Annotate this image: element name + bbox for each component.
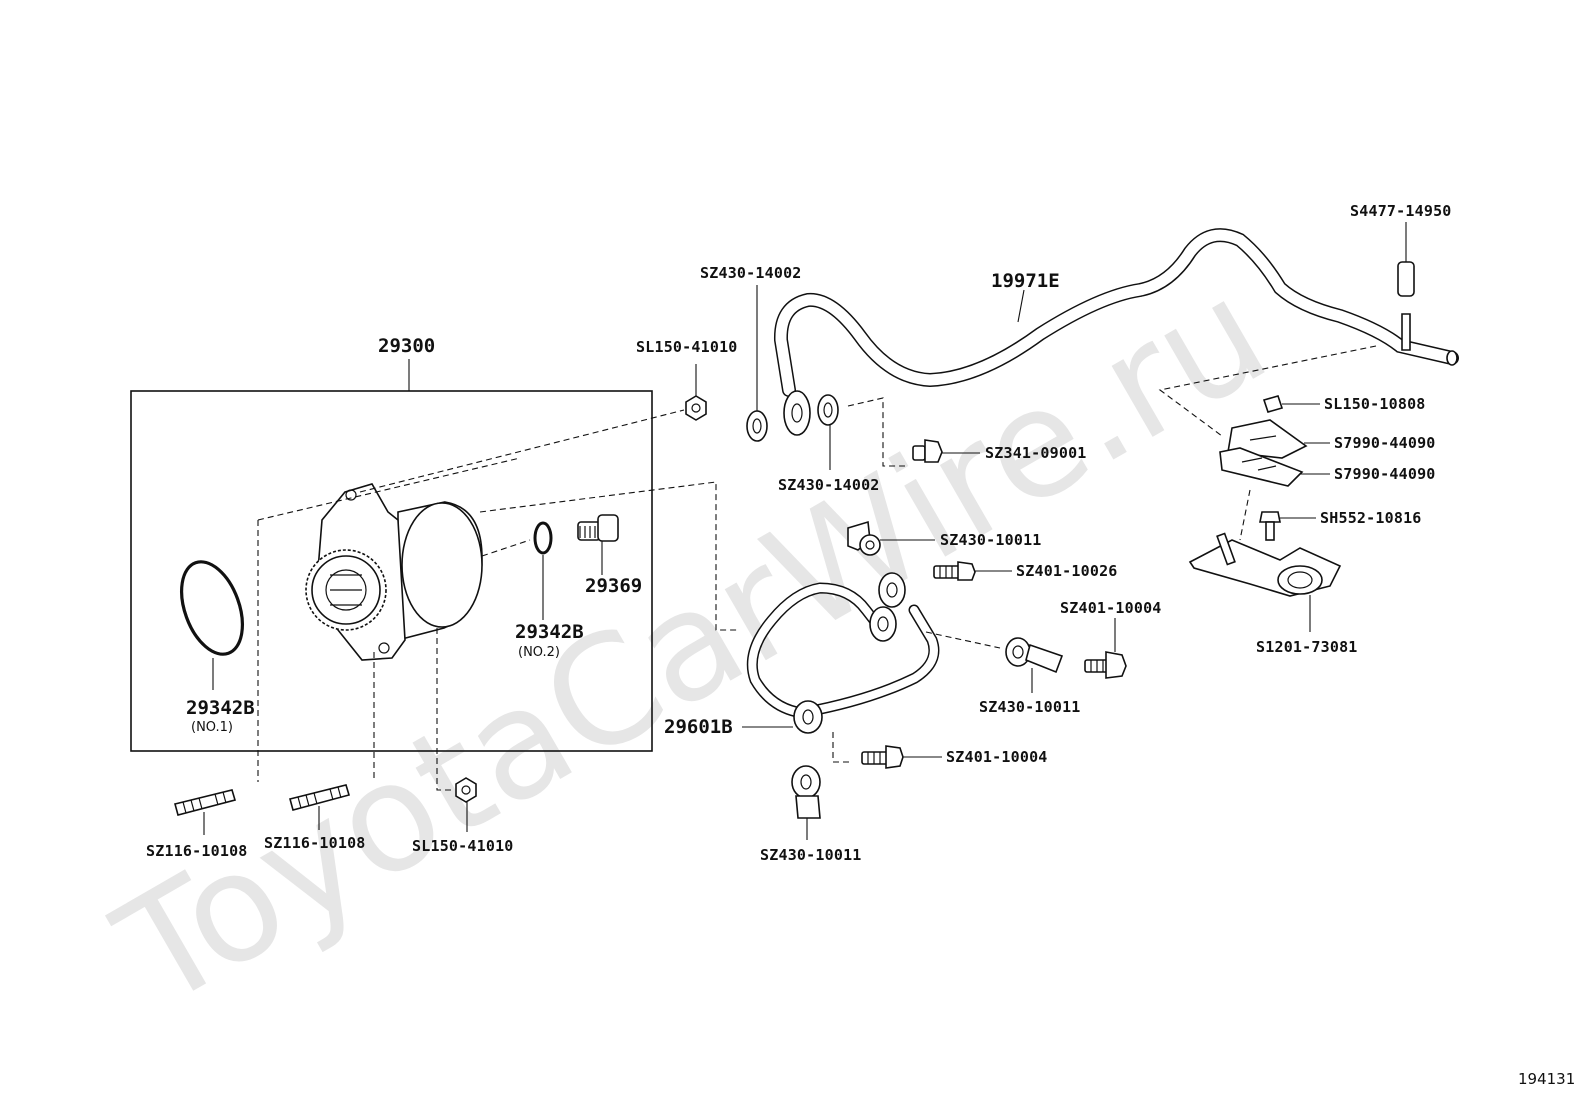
gasket-upper-part[interactable] [847, 520, 935, 556]
label-nut-bottom: SL150-41010 [412, 837, 514, 855]
bolt-lower-part[interactable] [832, 732, 942, 769]
bracket-part[interactable] [1188, 489, 1342, 632]
nut-bottom-part[interactable] [455, 777, 477, 832]
pipe-29601b-part[interactable] [742, 572, 940, 734]
label-bolt-lower: SZ401-10004 [946, 748, 1048, 766]
stud-left-part[interactable] [174, 789, 237, 835]
label-29342b-no2: 29342B [515, 621, 584, 643]
label-gasket-upper: SZ430-10011 [940, 531, 1042, 549]
check-valve-part[interactable] [577, 514, 619, 575]
label-clamp-lower: S7990-44090 [1334, 465, 1436, 483]
oring-no1-part[interactable] [170, 554, 254, 690]
label-washer-top-a: SZ430-14002 [700, 264, 802, 282]
gasket-mid-part[interactable] [925, 631, 1064, 693]
assembly-29300[interactable]: 29300 [130, 335, 653, 752]
label-stud-left: SZ116-10108 [146, 842, 248, 860]
bracket-bolt-part[interactable] [1259, 511, 1316, 541]
nut-top-part[interactable] [685, 364, 707, 421]
label-29342b-no2-sub: (NO.2) [518, 645, 560, 660]
clamp-upper-part[interactable] [1227, 419, 1330, 459]
label-pipe: 29601B [664, 716, 733, 738]
stud-mid-part[interactable] [289, 784, 351, 830]
label-hose-end-sleeve: S4477-14950 [1350, 202, 1452, 220]
figure-id: 194131 [1518, 1070, 1575, 1088]
label-washer-top-b: SZ430-14002 [778, 476, 880, 494]
label-bolt-upper: SZ401-10026 [1016, 562, 1118, 580]
label-29342b-no1: 29342B [186, 697, 255, 719]
washer-top-b-part[interactable] [817, 394, 839, 470]
vacuum-pump-part[interactable] [305, 483, 531, 661]
label-gasket-mid: SZ430-10011 [979, 698, 1081, 716]
bolt-mid-part[interactable] [1084, 618, 1127, 679]
label-nut-top: SL150-41010 [636, 338, 738, 356]
label-bracket: S1201-73081 [1256, 638, 1358, 656]
clip-nut-part[interactable] [1262, 395, 1320, 413]
label-stud-mid: SZ116-10108 [264, 834, 366, 852]
watermark-text: ToyotaCarWire.ru [90, 246, 1294, 1042]
clamp-lower-part[interactable] [1219, 447, 1330, 487]
label-clip-nut: SL150-10808 [1324, 395, 1426, 413]
gasket-lower-part[interactable] [791, 765, 821, 840]
label-clamp-upper: S7990-44090 [1334, 434, 1436, 452]
label-bolt-mid: SZ401-10004 [1060, 599, 1162, 617]
washer-top-a-part[interactable] [746, 285, 768, 442]
union-bolt-top-part[interactable] [847, 397, 980, 467]
label-bracket-bolt: SH552-10816 [1320, 509, 1422, 527]
label-29342b-no1-sub: (NO.1) [191, 720, 233, 735]
label-29300: 29300 [378, 335, 435, 357]
oring-no2-part[interactable] [533, 521, 553, 620]
label-29369: 29369 [585, 575, 642, 597]
label-hose-main: 19971E [991, 270, 1060, 292]
bolt-upper-part[interactable] [933, 561, 1012, 581]
hose-end-sleeve-part[interactable] [1397, 222, 1415, 297]
label-union-bolt-top: SZ341-09001 [985, 444, 1087, 462]
hose-19971e-part[interactable] [774, 228, 1459, 436]
label-gasket-lower: SZ430-10011 [760, 846, 862, 864]
